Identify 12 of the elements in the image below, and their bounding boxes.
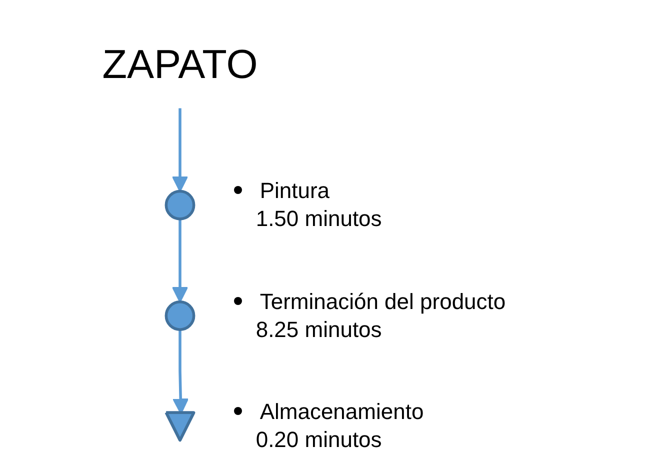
text-label: ZAPATO <box>102 40 258 88</box>
storage-triangle <box>164 411 196 442</box>
operation-circle <box>164 300 196 331</box>
step-duration: 8.25 minutos <box>256 316 383 344</box>
arrow <box>172 218 188 303</box>
operation-circle <box>164 190 196 220</box>
step-name: Pintura <box>260 177 331 206</box>
step-name: Almacenamiento <box>260 398 424 426</box>
step-name: Terminación del producto <box>260 288 506 316</box>
step-duration: 0.20 minutos <box>256 426 383 454</box>
arrow <box>172 108 188 192</box>
step-duration: 1.50 minutos <box>256 205 382 234</box>
